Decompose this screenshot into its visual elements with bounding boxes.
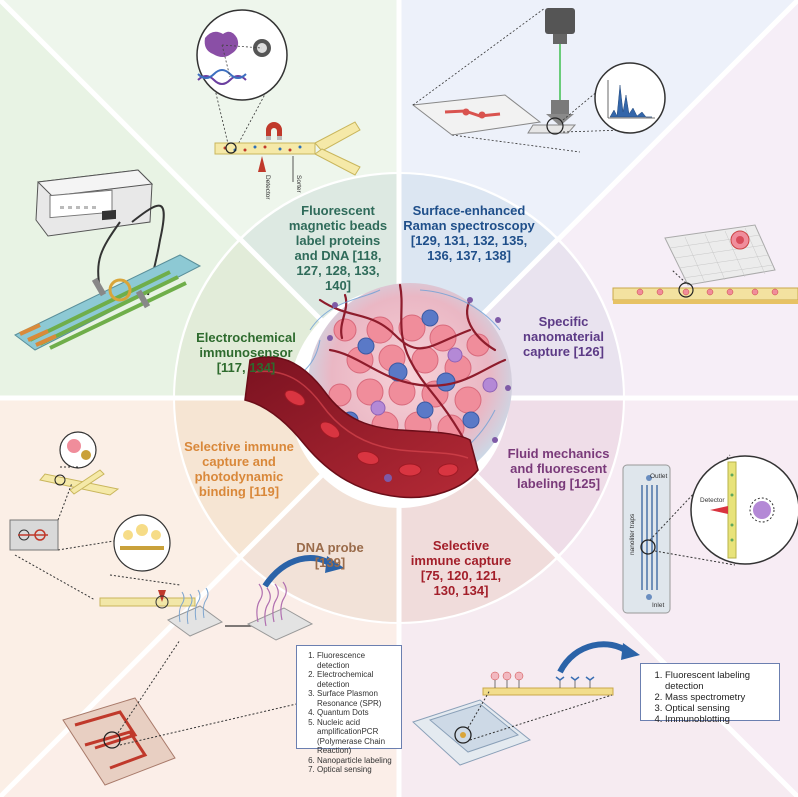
label-fluid-mechanics: Fluid mechanics and fluorescent labeling… (507, 446, 610, 491)
nanoliter-traps-label: nanoliter traps (629, 513, 636, 555)
left-method-item: Fluorescence detection (317, 651, 395, 670)
immune-capture-illustration (412, 641, 640, 766)
right-method-item: Fluorescent labeling detection (665, 670, 771, 692)
label-magnetic-beads: Fluorescent magnetic beads label protein… (288, 203, 388, 293)
left-method-item: Electrochemical detection (317, 670, 395, 689)
right-method-item: Optical sensing (665, 703, 771, 714)
sorter-label: Sorter (295, 175, 302, 194)
left-method-item: Surface Plasmon Resonance (SPR) (317, 689, 395, 708)
outlet-label: Outlet (650, 473, 668, 480)
detector-label: Detector (264, 175, 271, 200)
sers-illustration (411, 7, 666, 153)
label-selective-photodynamic: Selective immune capture and photodynami… (184, 439, 294, 499)
label-sers: Surface-enhanced Raman spectroscopy [129… (403, 203, 535, 263)
dna-probe-illustration (62, 555, 344, 786)
detector2-label: Detector (700, 497, 725, 504)
left-method-item: Nucleic acid amplificationPCR (Polymeras… (317, 718, 395, 756)
left-method-item: Optical sensing (317, 765, 395, 775)
photodynamic-illustration (9, 431, 196, 609)
magnetic-beads-illustration: Detector Sorter (196, 9, 361, 200)
inlet-label: Inlet (652, 602, 664, 609)
label-dna-probe: DNA probe [139] (296, 540, 364, 570)
left-methods-box: Fluorescence detection Electrochemical d… (296, 645, 402, 774)
right-methods-box: Fluorescent labeling detection Mass spec… (640, 663, 780, 725)
label-electrochemical: Electrochemical immunosensor [117, 134] (196, 330, 296, 375)
right-method-item: Immunoblotting (665, 714, 771, 725)
nanomaterial-illustration (612, 224, 798, 304)
label-nanomaterial: Specific nanomaterial capture [126] (523, 314, 604, 359)
tumor-illustration (244, 283, 512, 499)
fluid-mechanics-illustration: Outlet Inlet nanoliter traps Detector (622, 454, 798, 614)
left-method-item: Quantum Dots (317, 708, 395, 718)
left-method-item: Nanoparticle labeling (317, 756, 395, 766)
label-selective-immune-capture: Selective immune capture [75, 120, 121, … (410, 538, 512, 598)
electrochemical-illustration (14, 169, 202, 351)
right-method-item: Mass spectrometry (665, 692, 771, 703)
